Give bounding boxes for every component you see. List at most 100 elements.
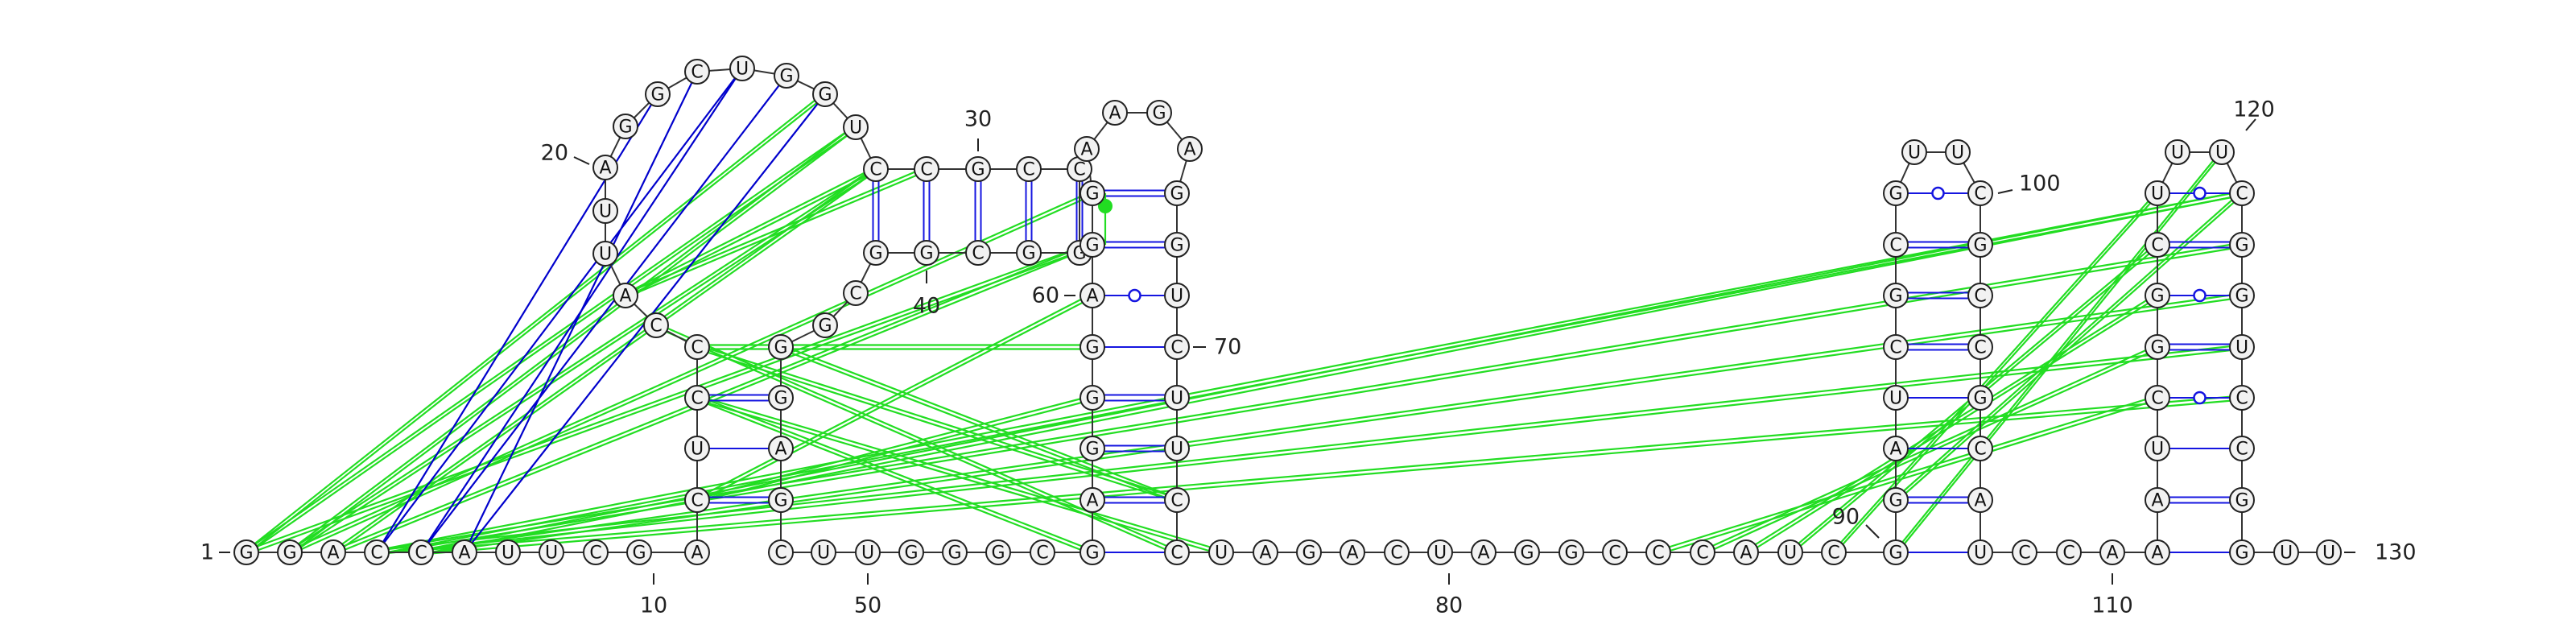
nucleotide-letter: G bbox=[1085, 184, 1099, 205]
nucleotide-letter: G bbox=[1520, 544, 1534, 564]
nucleotide-letter: G bbox=[1302, 544, 1315, 564]
nucleotide-letter: C bbox=[920, 160, 932, 180]
nucleotide-letter: C bbox=[2235, 440, 2248, 460]
nucleotide-62: A bbox=[1177, 136, 1203, 162]
nucleotide-letter: C bbox=[1170, 544, 1183, 564]
nucleotide-letter: G bbox=[774, 338, 787, 358]
nucleotide-letter: A bbox=[1259, 544, 1271, 564]
nucleotide-12: C bbox=[684, 487, 710, 513]
nucleotide-109: U bbox=[2145, 436, 2170, 461]
tertiary-contact bbox=[1702, 348, 2158, 556]
nucleotide-26: G bbox=[812, 81, 838, 107]
nucleotide-letter: C bbox=[2062, 544, 2074, 564]
nucleotide-5: C bbox=[408, 539, 434, 565]
nucleotide-letter: G bbox=[1889, 184, 1902, 205]
tertiary-contact bbox=[696, 395, 1222, 552]
position-label-100: 100 bbox=[2019, 172, 2061, 196]
nucleotide-14: C bbox=[684, 385, 710, 411]
nucleotide-letter: U bbox=[1908, 143, 1921, 163]
nucleotide-letter: U bbox=[1170, 287, 1183, 307]
nucleotide-50: C bbox=[1030, 539, 1055, 565]
nucleotide-letter: C bbox=[691, 389, 703, 409]
nucleotide-99: C bbox=[1967, 334, 1993, 360]
nucleotide-letter: U bbox=[849, 118, 862, 138]
nucleotide-letter: C bbox=[869, 160, 881, 180]
nucleotide-letter: C bbox=[1974, 440, 1986, 460]
nucleotide-53: G bbox=[1080, 436, 1105, 461]
nucleotide-86: G bbox=[1883, 539, 1909, 565]
tertiary-contact bbox=[1745, 296, 2158, 556]
tertiary-contact bbox=[625, 166, 877, 295]
position-label-60: 60 bbox=[1032, 283, 1059, 308]
position-label-90: 90 bbox=[1832, 505, 1860, 530]
nucleotide-letter: G bbox=[1170, 236, 1183, 256]
nucleotide-98: C bbox=[1967, 283, 1993, 308]
nucleotide-88: A bbox=[1883, 436, 1909, 461]
tertiary-contact bbox=[1895, 149, 2223, 552]
tertiary-contact bbox=[1657, 399, 2158, 556]
nucleotide-letter: C bbox=[1827, 544, 1839, 564]
nucleotide-letter: U bbox=[817, 544, 830, 564]
tertiary-contact bbox=[289, 124, 857, 552]
nucleotide-letter: C bbox=[2235, 184, 2248, 205]
nucleotide-43: G bbox=[768, 487, 794, 513]
tertiary-contact bbox=[625, 170, 877, 299]
nucleotide-letter: U bbox=[861, 544, 874, 564]
nucleotide-85: C bbox=[1821, 539, 1847, 565]
nucleotide-letter: A bbox=[327, 544, 339, 564]
nucleotide-letter: A bbox=[691, 544, 703, 564]
nucleotide-letter: U bbox=[691, 440, 704, 460]
nucleotide-78: G bbox=[1514, 539, 1540, 565]
nucleotide-123: G bbox=[2229, 487, 2255, 513]
nucleotide-letter: C bbox=[774, 544, 786, 564]
position-label-10: 10 bbox=[640, 593, 667, 618]
nucleotide-letter: C bbox=[2235, 389, 2248, 409]
nucleotide-20: A bbox=[592, 155, 618, 180]
nucleotide-122: C bbox=[2229, 436, 2255, 461]
position-label-20: 20 bbox=[541, 141, 568, 166]
nucleotide-61: G bbox=[1146, 100, 1172, 126]
nucleotide-27: U bbox=[843, 114, 869, 140]
nucleotide-15: C bbox=[684, 334, 710, 360]
nucleotide-letter: C bbox=[1652, 544, 1664, 564]
nucleotide-93: G bbox=[1883, 180, 1909, 206]
nucleotide-letter: G bbox=[919, 244, 933, 264]
wobble-pair-marker bbox=[1931, 186, 1945, 200]
nucleotide-letter: C bbox=[691, 338, 703, 358]
nucleotide-letter: A bbox=[458, 544, 470, 564]
nucleotide-114: U bbox=[2145, 180, 2170, 206]
nucleotide-100: G bbox=[1967, 385, 1993, 411]
nucleotide-10: G bbox=[626, 539, 652, 565]
nucleotide-60: A bbox=[1102, 100, 1128, 126]
tertiary-contact bbox=[376, 344, 2243, 552]
tertiary-contact bbox=[376, 190, 2243, 552]
nucleotide-letter: G bbox=[2235, 287, 2248, 307]
nucleotide-letter: C bbox=[849, 284, 861, 304]
nucleotide-70: C bbox=[1164, 539, 1190, 565]
nucleotide-44: C bbox=[768, 539, 794, 565]
pseudoknot-pair bbox=[420, 68, 743, 553]
nucleotide-75: C bbox=[1384, 539, 1410, 565]
wobble-pair-marker bbox=[2193, 186, 2207, 200]
tertiary-contact bbox=[420, 292, 2243, 552]
nucleotide-49: G bbox=[985, 539, 1011, 565]
tertiary-contact bbox=[246, 128, 857, 556]
nucleotide-letter: C bbox=[1974, 338, 1986, 358]
nucleotide-111: G bbox=[2145, 334, 2170, 360]
nucleotide-34: G bbox=[1016, 240, 1042, 266]
nucleotide-letter: G bbox=[1085, 440, 1099, 460]
nucleotide-letter: A bbox=[1740, 544, 1752, 564]
nucleotide-letter: G bbox=[971, 160, 985, 180]
nucleotide-letter: G bbox=[632, 544, 646, 564]
nucleotide-21: G bbox=[613, 114, 638, 139]
nucleotide-54: G bbox=[1080, 385, 1105, 411]
tertiary-contact bbox=[696, 399, 1093, 556]
nucleotide-letter: U bbox=[2215, 143, 2228, 163]
nucleotide-letter: G bbox=[1564, 544, 1578, 564]
nucleotide-letter: U bbox=[599, 202, 612, 222]
nucleotide-72: A bbox=[1253, 539, 1278, 565]
nucleotide-92: C bbox=[1883, 232, 1909, 258]
nucleotide-letter: G bbox=[1889, 544, 1902, 564]
